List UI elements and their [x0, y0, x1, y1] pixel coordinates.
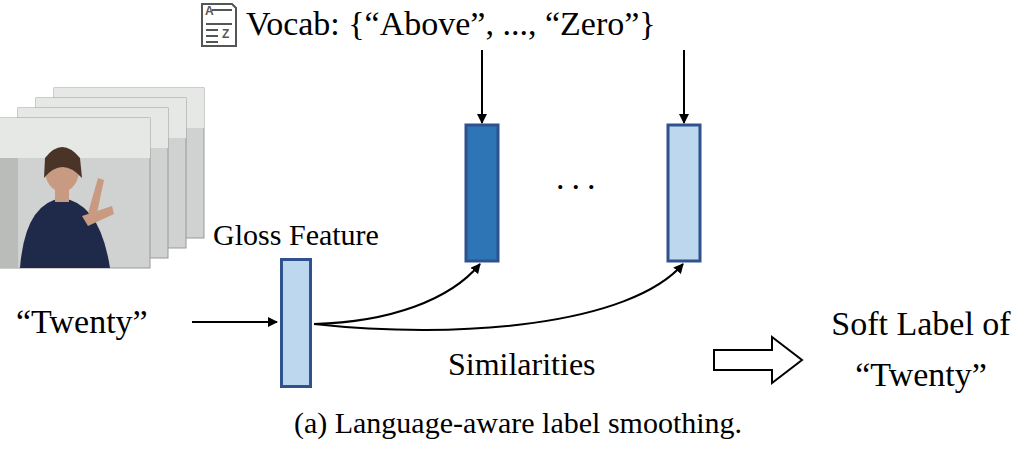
vocab-arrow	[683, 50, 685, 123]
caption: (a) Language-aware label smoothing.	[0, 405, 1036, 441]
hollow-arrow	[714, 337, 802, 383]
vocab-arrow	[481, 50, 483, 123]
similarity-arrow	[314, 264, 683, 330]
vocab-feature-bar	[668, 125, 700, 261]
gloss-word: “Twenty”	[16, 302, 148, 343]
vocab-feature-bar	[466, 125, 498, 261]
ellipsis: ...	[556, 158, 603, 199]
vocab-text: Vocab: {“Above”, ..., “Zero”}	[246, 4, 656, 45]
node-heading: Gloss Feature	[213, 217, 379, 253]
icon-letter: Z	[222, 27, 229, 41]
video-frame	[0, 118, 150, 268]
icon-letter: A	[205, 4, 214, 18]
gloss-feature-bar: Gloss Feature	[280, 258, 312, 388]
similarities-text: Similarities	[448, 345, 596, 383]
vocab-icon	[202, 4, 236, 46]
soft-label-text: Soft Label of “Twenty”	[810, 298, 1032, 400]
similarity-arrow	[314, 264, 480, 324]
input-arrow	[192, 321, 277, 323]
